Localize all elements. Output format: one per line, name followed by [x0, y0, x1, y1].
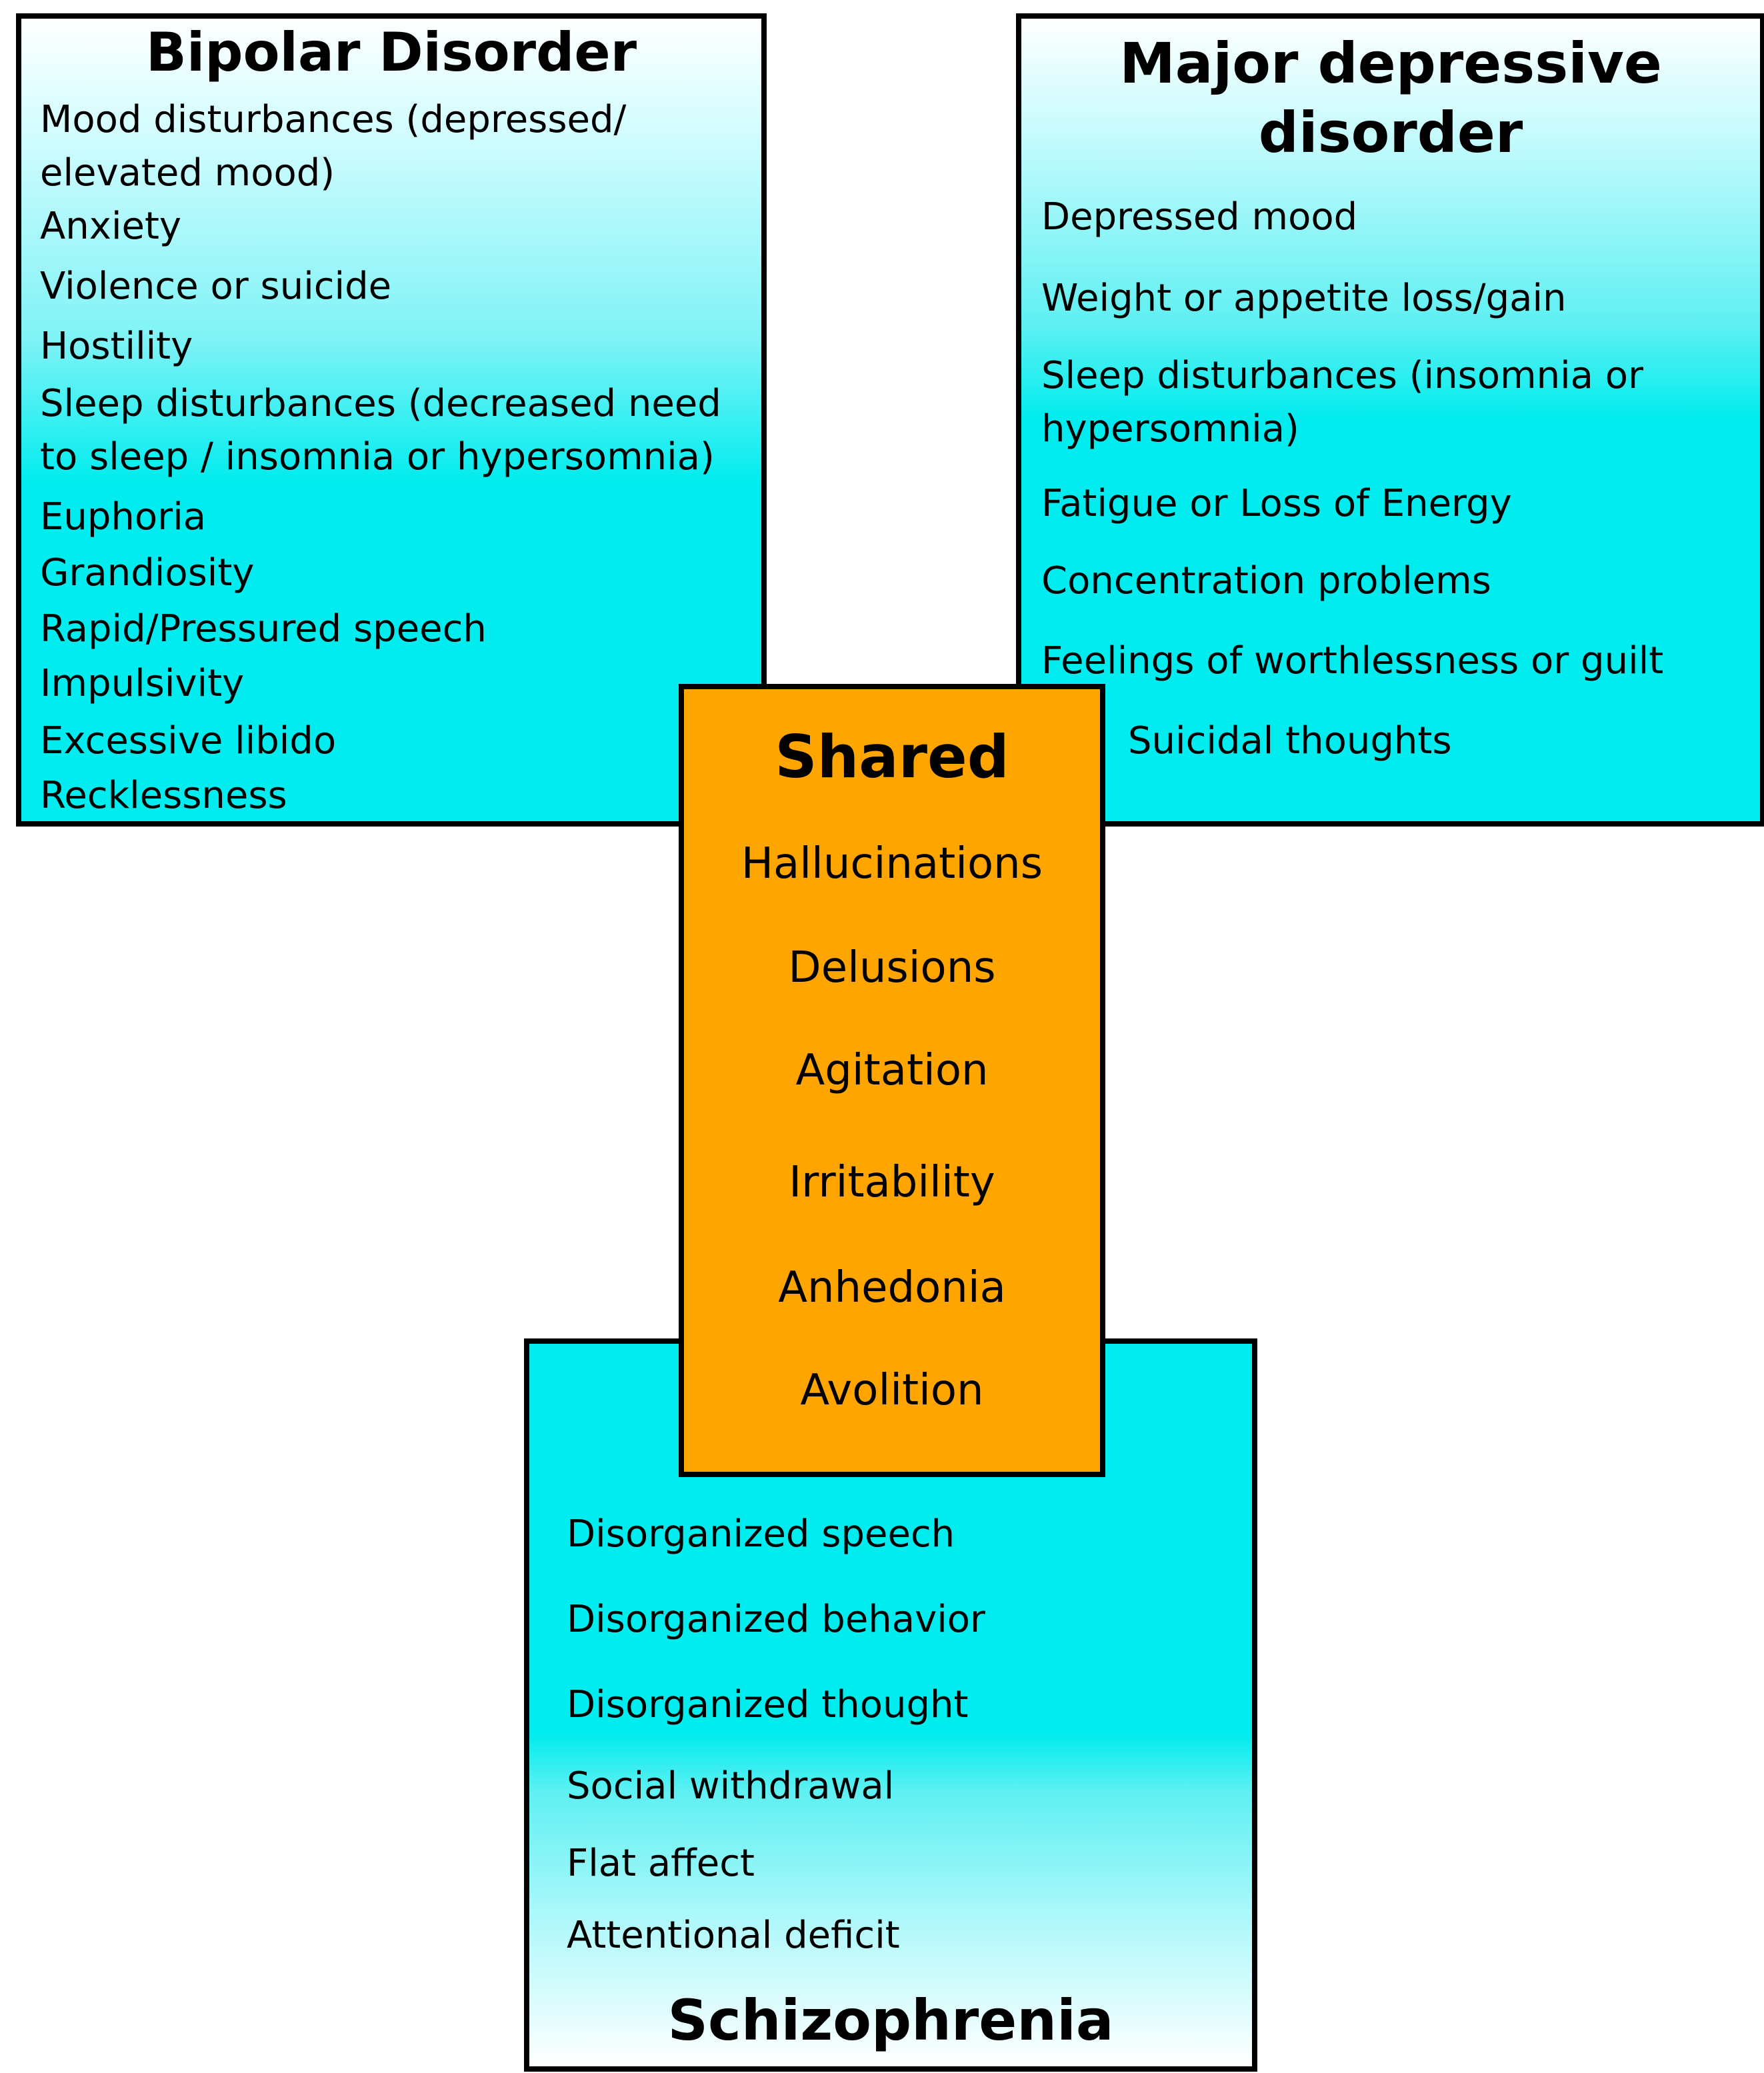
bipolar-item: Rapid/Pressured speech: [40, 607, 487, 651]
schizophrenia-item: Social withdrawal: [567, 1764, 895, 1808]
mdd-item: Fatigue or Loss of Energy: [1041, 482, 1512, 525]
mdd-item: hypersomnia): [1041, 407, 1299, 451]
bipolar-item: Excessive libido: [40, 719, 337, 763]
shared-item: Avolition: [800, 1366, 984, 1415]
schizophrenia-title: Schizophrenia: [667, 1988, 1114, 2053]
mdd-item: Weight or appetite loss/gain: [1041, 277, 1567, 320]
shared-box: Shared Hallucinations Delusions Agitatio…: [679, 684, 1105, 1477]
bipolar-disorder-title: Bipolar Disorder: [145, 21, 637, 83]
shared-item: Anhedonia: [778, 1263, 1006, 1312]
bipolar-item: Anxiety: [40, 205, 182, 248]
shared-item: Irritability: [789, 1158, 995, 1207]
schizophrenia-item: Disorganized thought: [567, 1683, 969, 1726]
shared-item: Agitation: [795, 1046, 989, 1095]
schizophrenia-item: Disorganized behavior: [567, 1598, 986, 1641]
mdd-item: Suicidal thoughts: [1128, 719, 1452, 763]
bipolar-item: Violence or suicide: [40, 265, 392, 308]
mdd-item: Feelings of worthlessness or guilt: [1041, 639, 1664, 683]
bipolar-item: elevated mood): [40, 151, 335, 195]
major-depressive-disorder-box: Major depressive disorder Depressed mood…: [1016, 13, 1764, 827]
bipolar-item: Grandiosity: [40, 551, 255, 595]
schizophrenia-item: Attentional deficit: [567, 1914, 900, 1957]
bipolar-item: to sleep / insomnia or hypersomnia): [40, 435, 715, 479]
mdd-title-line2: disorder: [1258, 100, 1523, 165]
bipolar-disorder-box: Bipolar Disorder Mood disturbances (depr…: [16, 13, 767, 827]
mdd-item: Depressed mood: [1041, 195, 1358, 239]
shared-title: Shared: [775, 723, 1009, 791]
bipolar-item: Hostility: [40, 325, 193, 368]
mdd-item: Sleep disturbances (insomnia or: [1041, 354, 1644, 397]
schizophrenia-item: Disorganized speech: [567, 1512, 955, 1556]
bipolar-item: Sleep disturbances (decreased need: [40, 382, 721, 425]
bipolar-item: Impulsivity: [40, 662, 245, 705]
mdd-title-line1: Major depressive: [1119, 31, 1662, 96]
bipolar-item: Mood disturbances (depressed/: [40, 98, 627, 141]
bipolar-item: Euphoria: [40, 495, 207, 539]
bipolar-item: Recklessness: [40, 774, 287, 817]
mdd-item: Concentration problems: [1041, 559, 1491, 603]
shared-item: Hallucinations: [741, 839, 1043, 889]
schizophrenia-item: Flat affect: [567, 1842, 755, 1885]
shared-item: Delusions: [788, 943, 996, 993]
